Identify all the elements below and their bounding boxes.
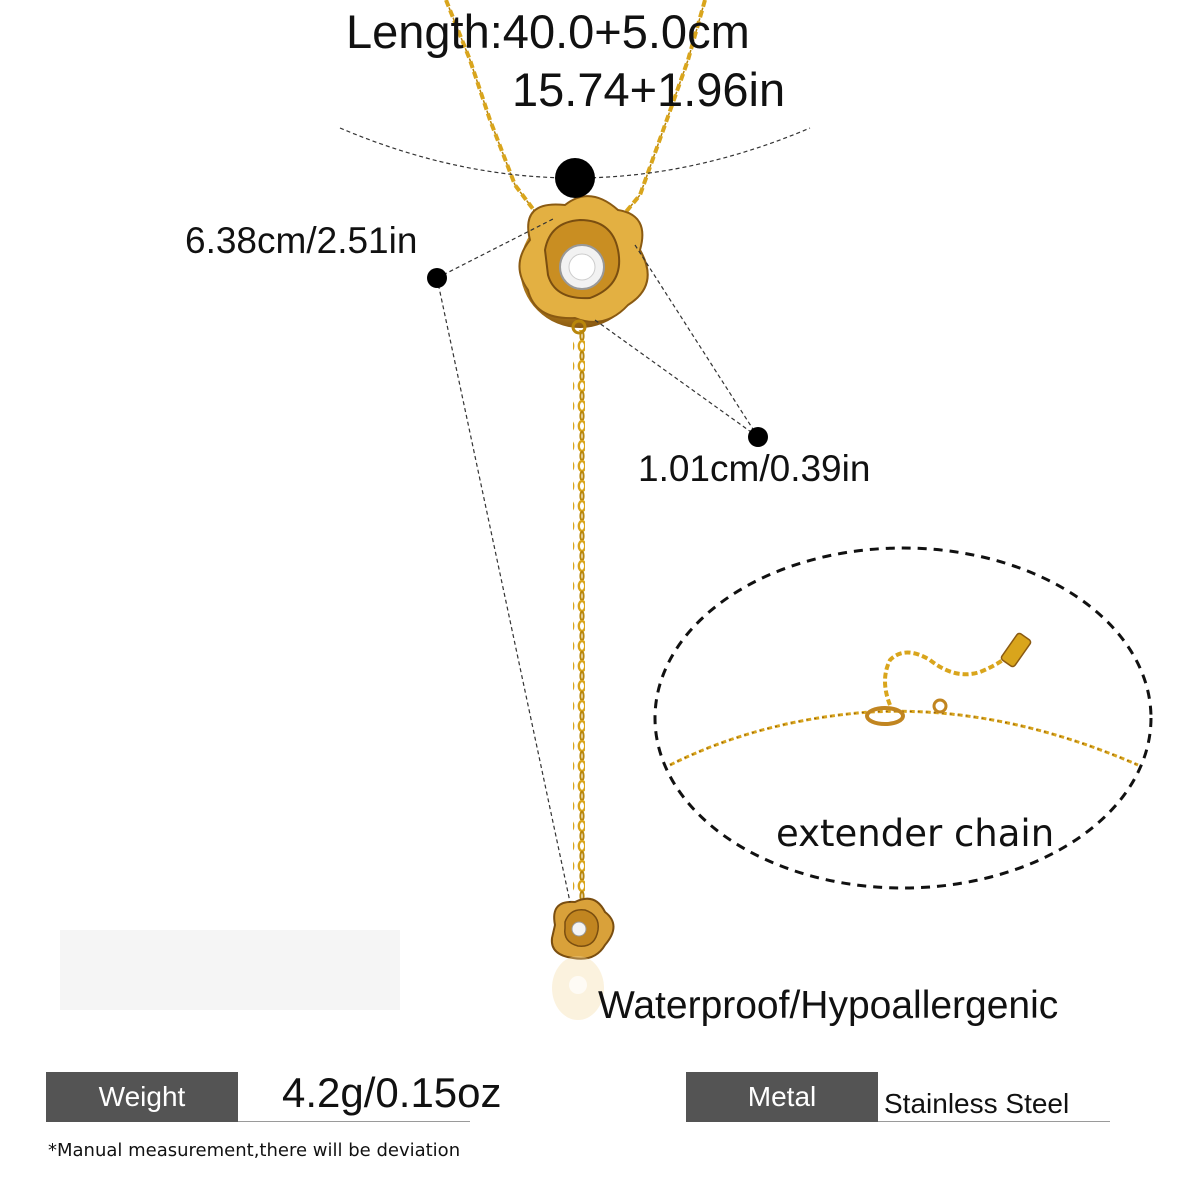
pendant-marker-dot <box>427 268 447 288</box>
disclaimer-note: *Manual measurement,there will be deviat… <box>48 1140 461 1161</box>
metal-value: Stainless Steel <box>884 1088 1070 1119</box>
rose-pendant-small <box>550 897 615 1020</box>
drop-chain <box>573 330 585 905</box>
length-marker-dot <box>555 158 595 198</box>
extender-callout <box>653 546 1153 890</box>
weight-value: 4.2g/0.15oz <box>282 1069 502 1116</box>
extender-chain-label: extender chain <box>776 812 1055 855</box>
metal-label: Metal <box>747 1081 817 1112</box>
weight-underline <box>238 1121 470 1122</box>
length-measurement: Length:40.0+5.0cm <box>346 5 750 58</box>
necklace-chain <box>444 0 707 227</box>
metal-underline <box>878 1121 1110 1122</box>
pendant-drop-measurement: 6.38cm/2.51in <box>185 220 418 261</box>
watermark <box>60 930 400 1010</box>
weight-label-box: Weight <box>46 1072 238 1122</box>
flower-marker-dot <box>748 427 768 447</box>
metal-label-box: Metal <box>686 1072 878 1122</box>
features-text: Waterproof/Hypoallergenic <box>598 984 1059 1027</box>
flower-size-measurement: 1.01cm/0.39in <box>638 448 871 489</box>
length-inch-measurement: 15.74+1.96in <box>512 63 786 116</box>
weight-label: Weight <box>98 1081 186 1112</box>
rose-pendant-large <box>518 195 649 335</box>
